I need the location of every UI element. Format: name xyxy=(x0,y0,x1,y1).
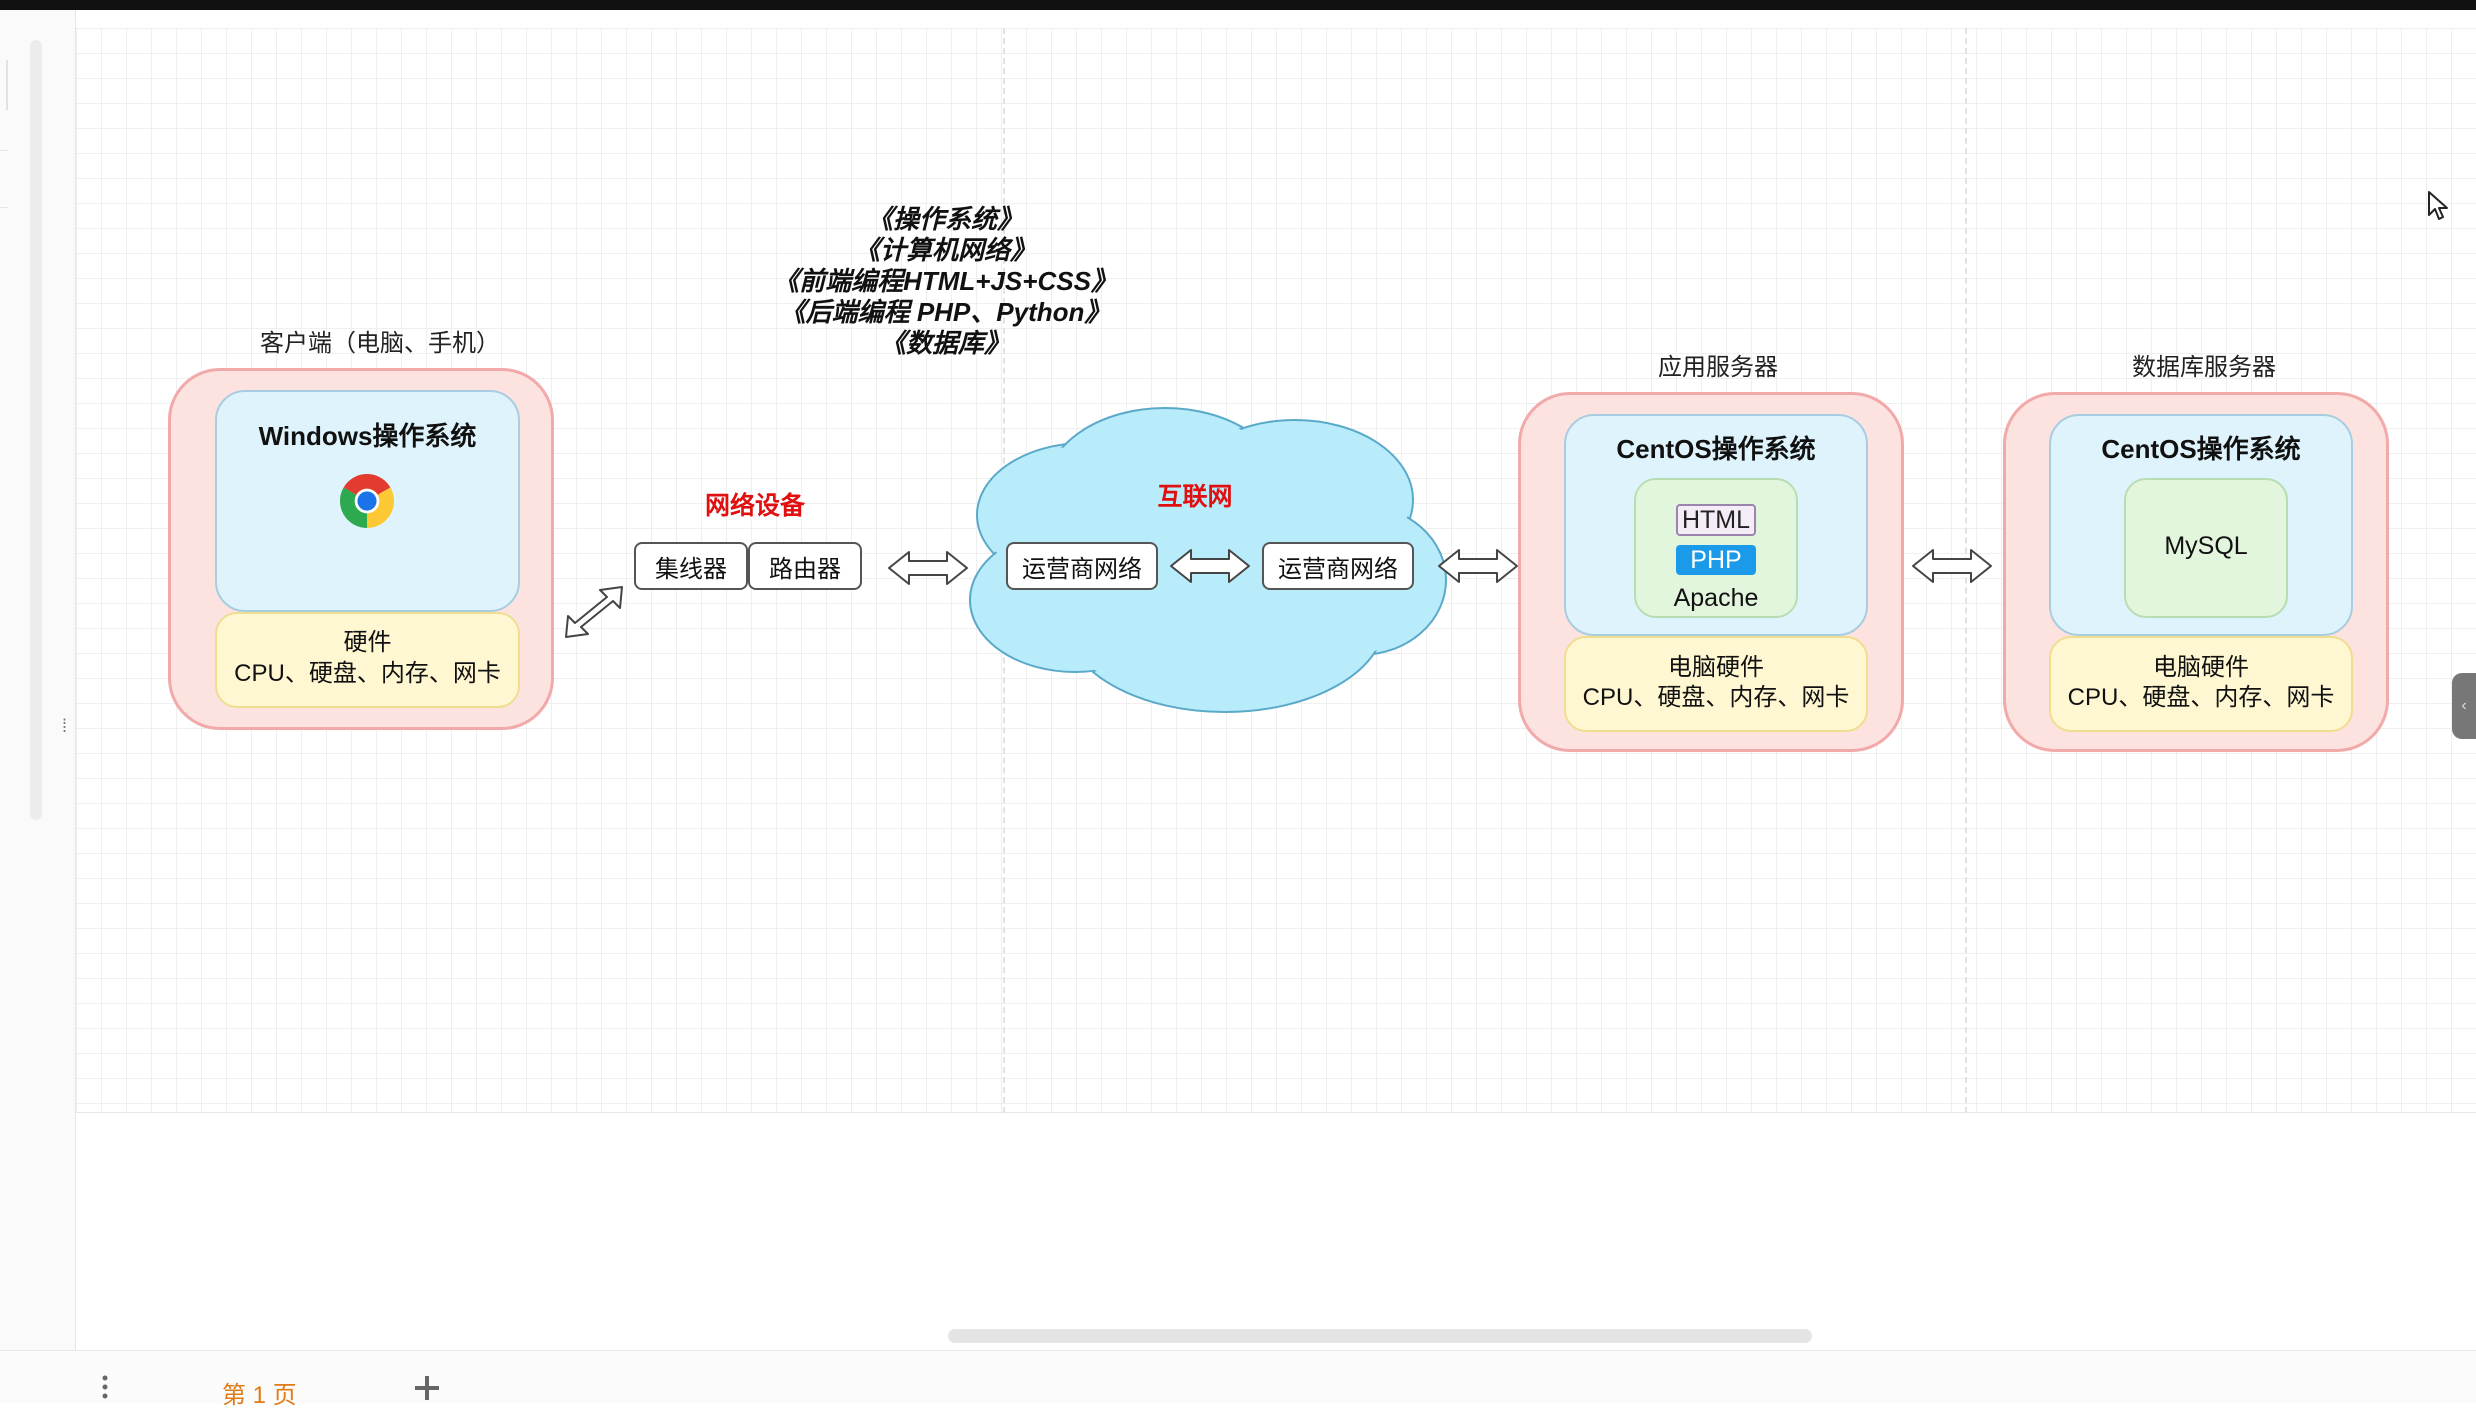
apache-label: Apache xyxy=(1673,584,1759,612)
left-panel-divider xyxy=(0,150,8,208)
client-hardware-items: CPU、硬盘、内存、网卡 xyxy=(234,660,501,687)
collapse-panel-handle[interactable]: ‹ xyxy=(2452,673,2476,739)
client-caption: 客户端（电脑、手机） xyxy=(260,330,500,357)
db-server-hardware-title: 电脑硬件 xyxy=(2153,654,2249,681)
app-server-hardware-box[interactable] xyxy=(1564,636,1868,732)
book-item: 《后端编程 PHP、Python》 xyxy=(779,297,1111,327)
page-tab-bar xyxy=(0,1350,2476,1403)
more-vertical-icon[interactable] xyxy=(100,1374,110,1402)
router-label: 路由器 xyxy=(769,555,841,583)
resize-grip-icon[interactable]: ⁞ xyxy=(62,716,68,736)
html-tag: HTML xyxy=(1676,504,1756,536)
db-server-hardware-items: CPU、硬盘、内存、网卡 xyxy=(2067,684,2335,711)
client-hardware-title: 硬件 xyxy=(343,629,392,656)
horizontal-scrollbar[interactable] xyxy=(948,1329,1812,1343)
isp-label: 运营商网络 xyxy=(1278,555,1398,583)
chrome-icon xyxy=(339,473,395,528)
left-panel-divider xyxy=(0,60,8,110)
php-tag: PHP xyxy=(1676,545,1756,575)
client-os-title: Windows操作系统 xyxy=(258,421,477,451)
book-item: 《前端编程HTML+JS+CSS》 xyxy=(773,266,1117,296)
app-server-os-title: CentOS操作系统 xyxy=(1616,434,1816,464)
app-server-hardware-items: CPU、硬盘、内存、网卡 xyxy=(1582,684,1850,711)
hub-box[interactable]: 集线器 xyxy=(634,542,748,590)
book-item: 《数据库》 xyxy=(879,328,1010,358)
hub-label: 集线器 xyxy=(655,555,727,583)
mouse-cursor-icon xyxy=(2428,191,2448,220)
diagonal-double-arrow[interactable] xyxy=(560,582,630,642)
double-arrow[interactable] xyxy=(1910,546,1994,586)
isp-network-left[interactable]: 运营商网络 xyxy=(1006,542,1158,590)
app-server-hardware-title: 电脑硬件 xyxy=(1668,654,1764,681)
mysql-label: MySQL xyxy=(2164,532,2248,560)
book-item: 《计算机网络》 xyxy=(853,235,1036,265)
double-arrow[interactable] xyxy=(886,548,970,588)
chevron-left-icon: ‹ xyxy=(2461,697,2467,714)
left-panel-scrollbar[interactable] xyxy=(30,40,42,820)
page-tab-1[interactable]: 第 1 页 xyxy=(222,1382,297,1409)
isp-label: 运营商网络 xyxy=(1022,555,1142,583)
top-bar xyxy=(0,0,2476,10)
isp-network-right[interactable]: 运营商网络 xyxy=(1262,542,1414,590)
internet-title: 互联网 xyxy=(1157,483,1233,511)
network-title: 网络设备 xyxy=(704,492,805,520)
database-box[interactable] xyxy=(2124,478,2288,618)
book-list: 《操作系统》 《计算机网络》 《前端编程HTML+JS+CSS》 《后端编程 P… xyxy=(730,204,1160,359)
app-server-caption: 应用服务器 xyxy=(1658,354,1778,381)
db-server-hardware-box[interactable] xyxy=(2049,636,2353,732)
book-item: 《操作系统》 xyxy=(866,204,1023,234)
plus-icon[interactable] xyxy=(413,1374,441,1402)
double-arrow[interactable] xyxy=(1436,546,1520,586)
db-server-caption: 数据库服务器 xyxy=(2132,354,2276,381)
double-arrow[interactable] xyxy=(1168,546,1252,586)
router-box[interactable]: 路由器 xyxy=(748,542,862,590)
client-hardware-box[interactable] xyxy=(215,612,520,708)
db-server-os-title: CentOS操作系统 xyxy=(2101,434,2301,464)
